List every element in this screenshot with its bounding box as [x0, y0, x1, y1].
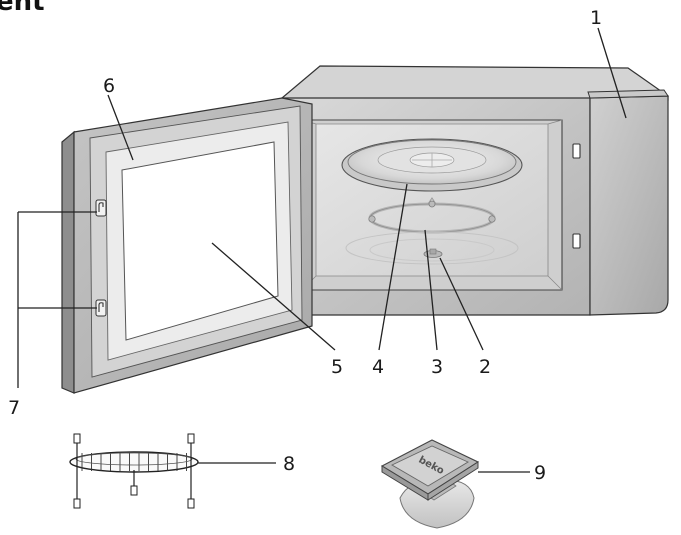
label-7: 7: [8, 397, 20, 419]
leader-1: [597, 27, 627, 119]
turntable-shaft: [423, 248, 443, 258]
label-6: 6: [103, 75, 115, 97]
section-heading: ent: [0, 0, 45, 17]
leader-6: [107, 94, 134, 161]
grill-rack: [69, 433, 199, 509]
door-latch-slot: [572, 233, 581, 249]
oven-door: [61, 97, 313, 394]
leader-lines: [17, 27, 627, 473]
label-5: 5: [331, 356, 343, 378]
leader-5: [211, 242, 336, 351]
leader-4: [378, 183, 408, 351]
door-latch-lower: [95, 299, 107, 317]
label-1: 1: [590, 7, 602, 29]
oven-cavity: [301, 119, 563, 291]
door-window: [121, 141, 279, 341]
leader-3: [424, 229, 438, 351]
label-4: 4: [372, 356, 384, 378]
leader-2: [439, 257, 484, 351]
glass-tray: [341, 138, 523, 192]
control-panel: [589, 95, 669, 316]
callout-labels: 1 2 3 4 5 6 7 8 9: [8, 7, 602, 484]
label-8: 8: [283, 453, 295, 475]
door-latch-slot: [572, 143, 581, 159]
door-latch-upper: [95, 199, 107, 217]
label-3: 3: [431, 356, 443, 378]
label-2: 2: [479, 356, 491, 378]
label-9: 9: [534, 462, 546, 484]
turntable-coupler: beko: [380, 439, 480, 529]
